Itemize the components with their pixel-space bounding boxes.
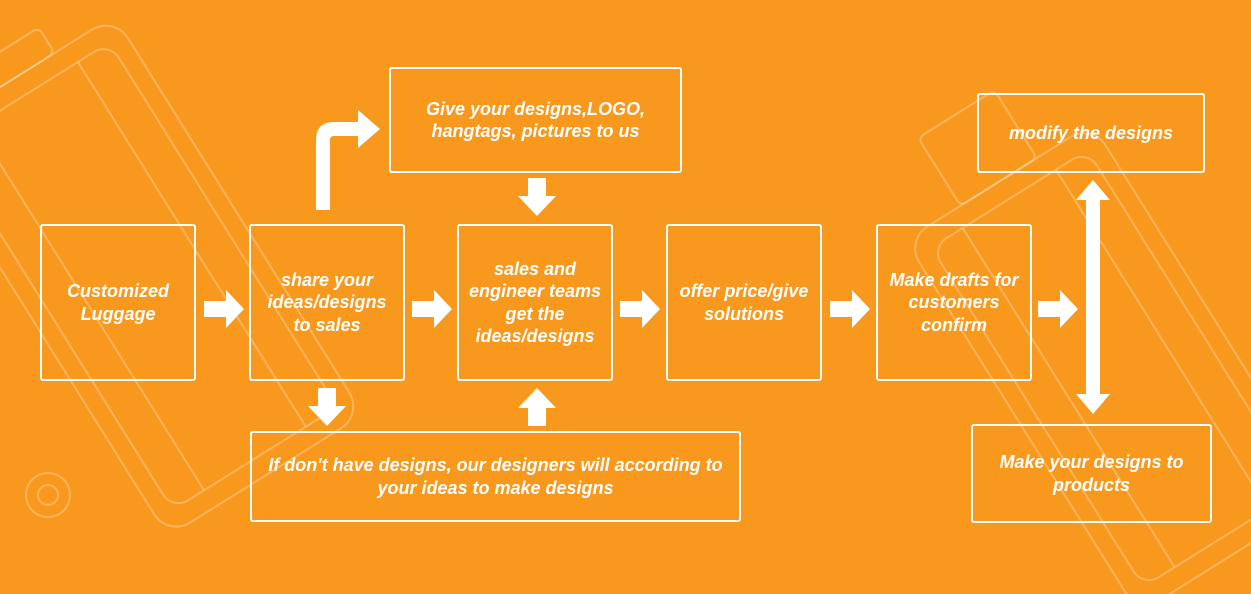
node-modify-designs-label: modify the designs [1008, 122, 1174, 143]
node-make-products-label: Make your designs to products [999, 452, 1184, 495]
node-customized-luggage: Customized Luggage [40, 224, 196, 381]
node-no-designs-label: If don't have designs, our designers wil… [268, 455, 723, 498]
node-modify-designs: modify the designs [977, 93, 1205, 173]
node-customized-luggage-label: Customized Luggage [66, 281, 169, 324]
node-offer-price-label: offer price/give solutions [679, 281, 809, 324]
node-share-ideas: share your ideas/designs to sales [249, 224, 405, 381]
node-make-products: Make your designs to products [971, 424, 1212, 523]
node-give-designs-label: Give your designs,LOGO, hangtags, pictur… [425, 98, 646, 142]
node-sales-engineer-label: sales and engineer teams get the ideas/d… [468, 258, 602, 347]
node-make-drafts-label: Make drafts for customers confirm [889, 269, 1019, 335]
node-sales-engineer: sales and engineer teams get the ideas/d… [457, 224, 613, 381]
node-make-drafts: Make drafts for customers confirm [876, 224, 1032, 381]
node-give-designs: Give your designs,LOGO, hangtags, pictur… [389, 67, 682, 173]
node-share-ideas-label: share your ideas/designs to sales [267, 269, 387, 335]
node-offer-price: offer price/give solutions [666, 224, 822, 381]
node-no-designs: If don't have designs, our designers wil… [250, 431, 741, 522]
